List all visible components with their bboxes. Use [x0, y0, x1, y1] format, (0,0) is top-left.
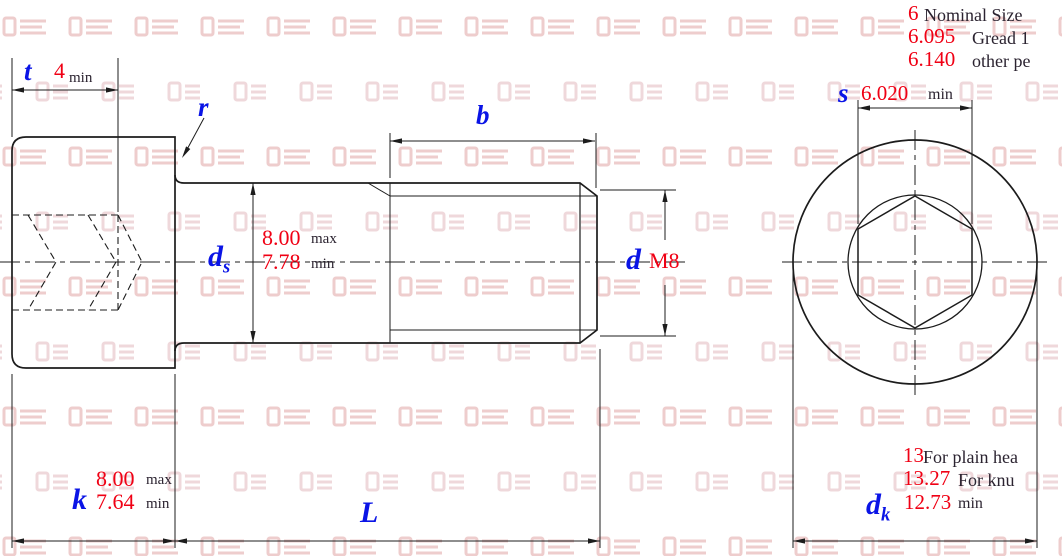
head-height-label: k	[72, 483, 87, 516]
head-height-min-qualifier: min	[146, 496, 170, 512]
head-diameter-knurled-note: For knu	[958, 470, 1015, 490]
end-view-arrowheads	[793, 105, 1037, 544]
length-label: L	[360, 496, 379, 529]
head-height-max-qualifier: max	[146, 472, 172, 488]
head-height-max-value: 8.00	[96, 466, 135, 491]
head-diameter-min-qualifier: min	[958, 495, 983, 512]
head-diameter-knurled-value: 13.27	[903, 466, 951, 490]
screw-outline	[11, 136, 598, 369]
head-diameter-min-value: 12.73	[904, 490, 952, 514]
head-height-min-value: 7.64	[96, 489, 135, 514]
arrowheads	[12, 87, 668, 544]
socket-width-grade-note: Gread 1	[972, 28, 1030, 48]
thread-designation-value: M8	[649, 248, 680, 273]
socket-width-min-qualifier: min	[928, 86, 953, 103]
socket-width-min-value: 6.020	[861, 81, 909, 105]
socket-width-nominal-value: 6	[908, 1, 919, 25]
thread-diameter-label: d	[626, 243, 641, 276]
end-view-dimension-lines	[792, 100, 1038, 548]
socket-width-other-value: 6.140	[908, 47, 956, 71]
thread-lines	[367, 182, 597, 343]
end-view-drawing	[782, 100, 1050, 548]
hex-socket	[857, 195, 973, 329]
socket-depth-qualifier: min	[69, 70, 93, 86]
head-diameter-plain-value: 13	[903, 443, 924, 467]
socket-width-label: s	[838, 78, 849, 108]
dimension-lines	[11, 58, 676, 548]
head-diameter-plain-note: For plain hea	[923, 447, 1018, 467]
shank-diameter-max-value: 8.00	[262, 225, 301, 250]
thread-length-label: b	[476, 100, 490, 130]
shank-diameter-label: ds	[208, 240, 231, 278]
shank-diameter-min-value: 7.78	[262, 249, 301, 274]
shank-diameter-max-qualifier: max	[311, 231, 337, 247]
socket-width-other-note: other pe	[972, 51, 1031, 71]
socket-width-grade-value: 6.095	[908, 24, 956, 48]
socket-depth-value: 4	[54, 58, 65, 83]
fillet-radius-label: r	[198, 92, 209, 122]
head-diameter-label: dk	[866, 488, 891, 526]
socket-width-nominal-note: Nominal Size	[924, 5, 1023, 25]
shank-diameter-min-qualifier: min	[311, 256, 335, 272]
socket-depth-label: t	[24, 56, 32, 86]
side-view-drawing	[0, 58, 688, 548]
end-view-centerlines	[782, 130, 1050, 398]
